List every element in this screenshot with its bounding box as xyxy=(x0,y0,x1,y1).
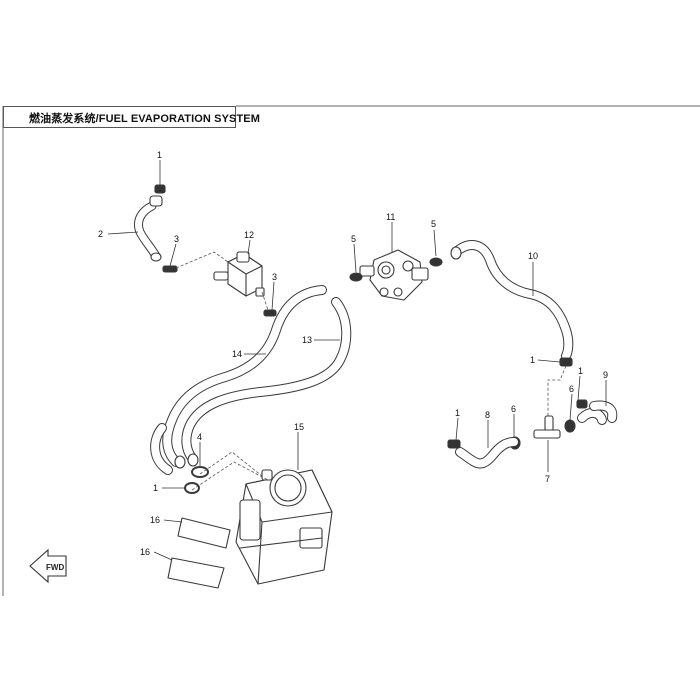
clamp-part-5-left xyxy=(349,272,363,282)
callout-12: 12 xyxy=(244,230,254,240)
callout-15: 15 xyxy=(294,422,304,432)
clamp-part-1-right xyxy=(559,357,573,367)
hose-part-10 xyxy=(450,240,574,361)
hose-lower-left xyxy=(150,423,199,475)
clamp-part-1-top xyxy=(149,184,166,207)
callout-1: 1 xyxy=(530,355,535,365)
callout-14: 14 xyxy=(232,349,242,359)
canister-part-15 xyxy=(235,469,333,585)
hose-part-8 xyxy=(455,437,519,469)
callout-8: 8 xyxy=(485,410,490,420)
callout-1: 1 xyxy=(153,483,158,493)
clamp-part-1-near-9 xyxy=(576,399,588,409)
callout-5: 5 xyxy=(431,219,436,229)
clamp-part-3-right xyxy=(263,309,277,317)
tee-fitting-part-7 xyxy=(533,415,561,439)
connection-lines xyxy=(175,251,567,491)
leader-lines xyxy=(107,160,607,561)
callout-11: 11 xyxy=(386,212,395,222)
hose-part-2 xyxy=(134,201,162,262)
callout-7: 7 xyxy=(545,474,550,484)
clamp-part-3-left xyxy=(162,265,178,273)
callout-2: 2 xyxy=(98,229,103,239)
hose-part-9 xyxy=(577,400,618,425)
callout-6: 6 xyxy=(511,404,516,414)
callout-6: 6 xyxy=(569,384,574,394)
callout-4: 4 xyxy=(197,432,202,442)
callout-1: 1 xyxy=(578,366,583,376)
pad-part-16-lower xyxy=(167,557,225,589)
fwd-label: FWD xyxy=(46,563,64,572)
callout-5: 5 xyxy=(351,234,356,244)
callout-3: 3 xyxy=(272,272,277,282)
callout-9: 9 xyxy=(603,370,608,380)
fwd-arrow-icon: FWD xyxy=(29,548,67,584)
callout-1: 1 xyxy=(455,408,460,418)
callouts: 1 2 3 12 3 14 13 11 5 5 10 1 1 6 9 1 8 6… xyxy=(98,150,608,557)
hose-part-14 xyxy=(162,285,327,467)
callout-1: 1 xyxy=(157,150,162,160)
callout-13: 13 xyxy=(302,335,312,345)
callout-3: 3 xyxy=(174,234,179,244)
clamp-part-5-right xyxy=(429,257,443,267)
pad-part-16-upper xyxy=(177,517,231,549)
diagram-title: 燃油蒸发系统/FUEL EVAPORATION SYSTEM xyxy=(29,113,260,125)
callout-10: 10 xyxy=(528,251,538,261)
valve-part-12 xyxy=(213,251,265,297)
callout-16: 16 xyxy=(150,515,160,525)
clamp-part-1-lower xyxy=(447,439,461,449)
title-box: 燃油蒸发系统/FUEL EVAPORATION SYSTEM xyxy=(3,106,260,128)
hose-part-13 xyxy=(181,297,352,463)
frame-border xyxy=(2,105,700,596)
clamp-part-4 xyxy=(191,466,209,478)
clamp-part-1-bottom xyxy=(184,482,200,494)
callout-16: 16 xyxy=(140,547,150,557)
valve-part-11 xyxy=(359,249,429,301)
clamp-part-6-right xyxy=(564,419,576,433)
